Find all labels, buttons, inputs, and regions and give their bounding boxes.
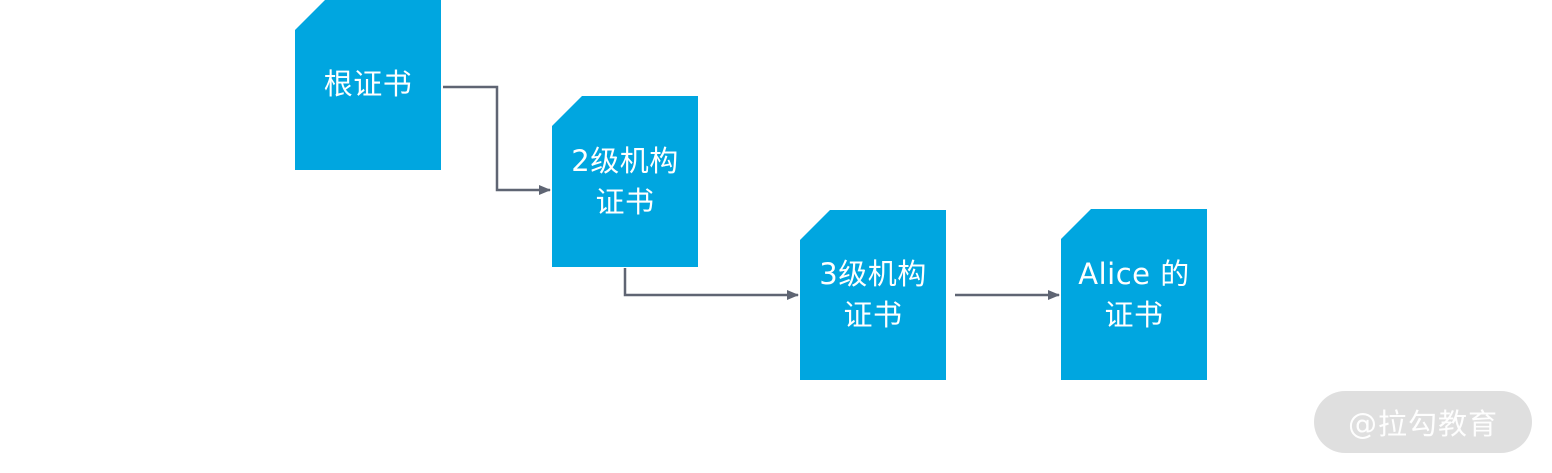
alice-certificate-node: Alice 的 证书: [1061, 209, 1207, 380]
alice-certificate-label-line2: 证书: [1104, 297, 1164, 332]
root-certificate-node: 根证书: [295, 0, 441, 170]
connector-level2-to-level3: [623, 268, 799, 300]
level2-certificate-label-line1: 2级机构: [571, 143, 679, 178]
level3-certificate-node: 3级机构 证书: [800, 210, 946, 380]
connector-root-to-level2: [443, 85, 551, 195]
level3-certificate-label-line2: 证书: [843, 298, 903, 332]
alice-certificate-label-line1: Alice 的: [1078, 256, 1190, 291]
watermark-badge: @拉勾教育: [1314, 391, 1532, 453]
level3-certificate-label-line1: 3级机构: [819, 257, 927, 291]
level2-certificate-node: 2级机构 证书: [552, 96, 698, 267]
root-certificate-label: 根证书: [323, 66, 413, 101]
level2-certificate-label-line2: 证书: [595, 184, 655, 219]
